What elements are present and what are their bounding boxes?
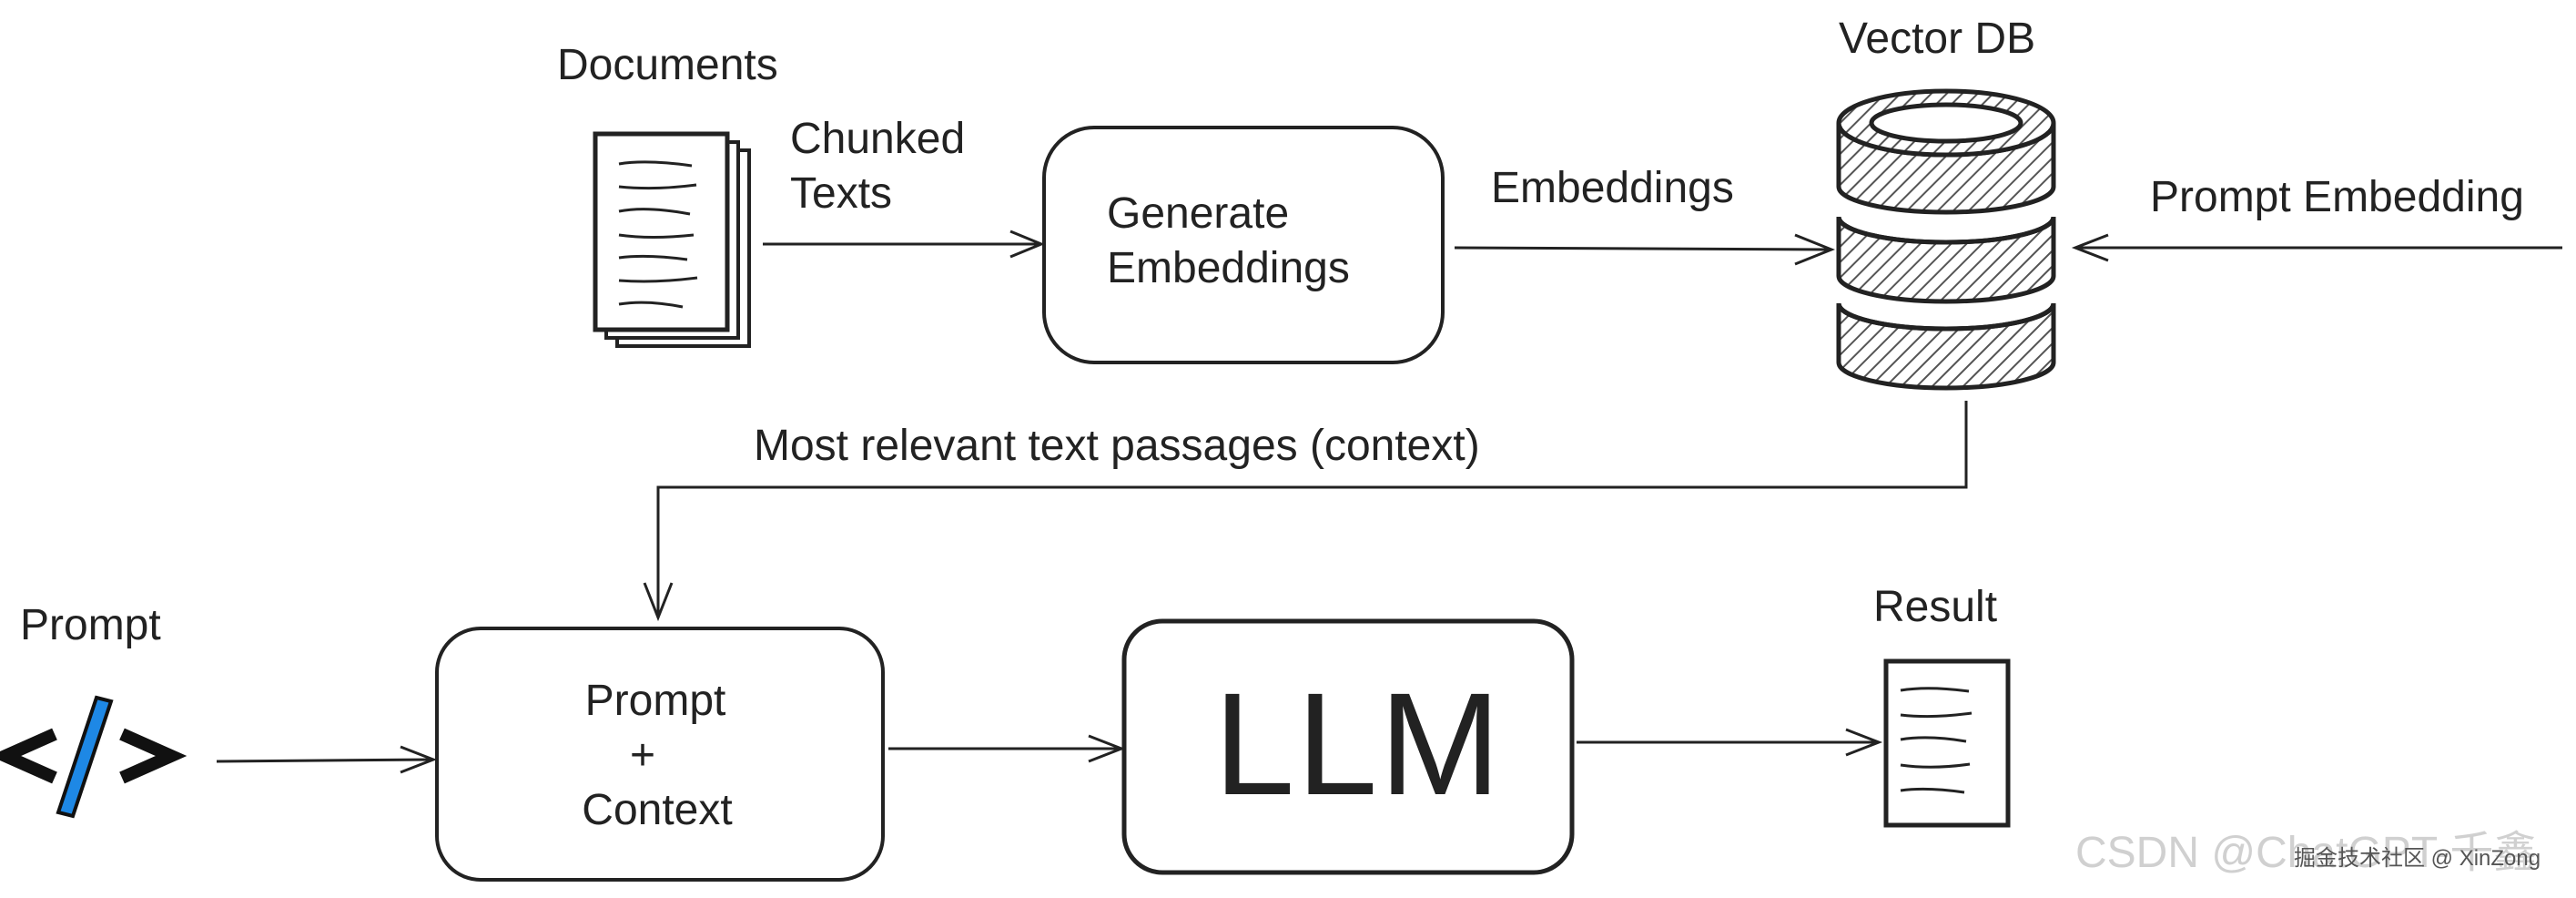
arrow-generate-to-vectordb <box>1454 233 1836 266</box>
documents-label: Documents <box>557 41 778 89</box>
result-document-icon <box>1883 658 2011 828</box>
combine-label-line2: + <box>630 731 655 780</box>
combine-label-line3: Context <box>582 786 732 834</box>
juejin-watermark: 掘金技术社区 @ XinZong <box>2294 846 2541 871</box>
arrow-prompt-embedding-to-vectordb <box>2071 233 2562 262</box>
csdn-watermark: CSDN @ChatGPT-千鑫 <box>2075 829 2537 877</box>
prompt-embedding-label: Prompt Embedding <box>2150 173 2524 221</box>
generate-label-line2: Embeddings <box>1107 244 1350 292</box>
chunked-texts-label-line1: Chunked <box>790 115 965 163</box>
result-label: Result <box>1873 583 1997 631</box>
arrow-vectordb-to-combine <box>643 401 1968 622</box>
prompt-label: Prompt <box>20 601 161 649</box>
context-label: Most relevant text passages (context) <box>754 422 1480 470</box>
chunked-texts-label-line2: Texts <box>790 169 892 218</box>
llm-label: LLM <box>1213 662 1502 825</box>
combine-label-line1: Prompt <box>585 677 726 725</box>
arrow-llm-to-result <box>1577 728 1883 757</box>
database-icon <box>1836 88 2056 391</box>
vector-db-label: Vector DB <box>1839 15 2035 63</box>
generate-label-line1: Generate <box>1107 189 1289 238</box>
prompt-context-box: Prompt + Context <box>435 627 885 882</box>
arrow-prompt-to-combine <box>216 745 438 774</box>
code-icon <box>0 695 188 819</box>
generate-embeddings-box: Generate Embeddings <box>1042 126 1445 364</box>
llm-box: LLM <box>1121 618 1575 875</box>
embeddings-label: Embeddings <box>1491 164 1734 212</box>
arrow-combine-to-llm <box>888 734 1126 763</box>
arrow-documents-to-generate <box>763 230 1045 259</box>
document-stack-icon <box>593 131 751 348</box>
